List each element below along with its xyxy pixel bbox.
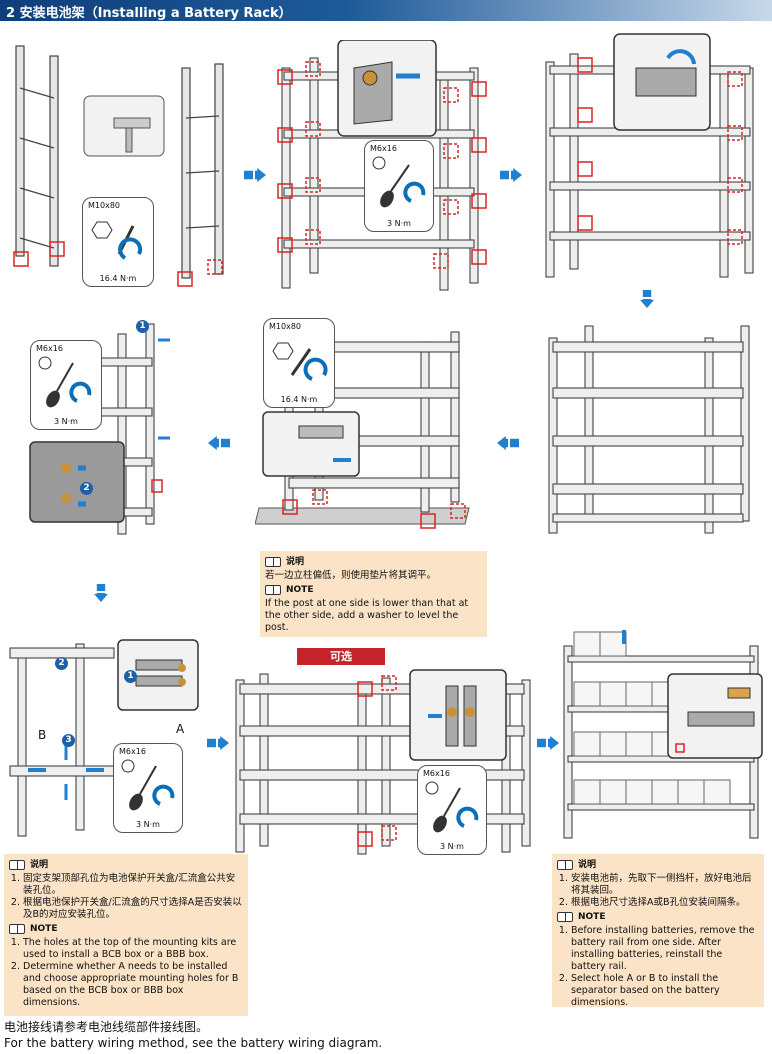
arrow-right-icon xyxy=(500,168,522,182)
step-marker-1: 1 xyxy=(136,320,149,333)
arrow-down-icon xyxy=(94,584,108,602)
note-cn-item: 固定支架顶部孔位为电池保护开关盒/汇流盒公共安装孔位。 xyxy=(23,873,243,897)
callout-bolt-m6-step7: M6x16 3 N·m xyxy=(113,743,183,833)
wrench-icon xyxy=(91,221,143,260)
optional-label: 可选（Optional） xyxy=(297,648,385,680)
note-en-title: NOTE xyxy=(286,585,314,595)
torque-label: 3 N·m xyxy=(387,219,411,228)
arrow-left-icon xyxy=(208,436,230,450)
step2-rack-figure xyxy=(277,40,487,291)
screwdriver-icon xyxy=(425,781,479,833)
callout-bolt-m6-step8: M6x16 3 N·m xyxy=(417,765,487,855)
step4-rack-figure xyxy=(548,325,750,534)
footer-en: For the battery wiring method, see the b… xyxy=(4,1036,383,1050)
note-level-post: 说明 若一边立柱偏低，则使用垫片将其调平。 NOTE If the post a… xyxy=(260,551,487,637)
book-icon xyxy=(265,557,281,567)
hole-label-b: B xyxy=(38,728,47,742)
bolt-size-label: M6x16 xyxy=(119,747,146,756)
note-cn-text: 若一边立柱偏低，则使用垫片将其调平。 xyxy=(265,570,437,581)
callout-bolt-m10-step1: M10x80 16.4 N·m xyxy=(82,197,154,287)
step8-double-rack-figure xyxy=(235,669,531,855)
book-icon xyxy=(9,924,25,934)
book-icon xyxy=(9,860,25,870)
screwdriver-icon xyxy=(121,759,175,811)
note-cn-title-row: 说明 xyxy=(265,556,482,568)
step-marker-1: 1 xyxy=(124,670,137,683)
bolt-size-label: M6x16 xyxy=(423,769,450,778)
book-icon xyxy=(265,585,281,595)
screwdriver-icon xyxy=(38,356,92,408)
note-cn-title: 说明 xyxy=(286,557,305,567)
note-en-item: Before installing batteries, remove the … xyxy=(571,925,759,973)
note-cn-title-row: 说明 xyxy=(9,859,243,871)
note-en-title: NOTE xyxy=(30,924,58,934)
note-cn-list: 安装电池前，先取下一侧挡杆，放好电池后将其装回。 根据电池尺寸选择A或B孔位安装… xyxy=(557,873,759,909)
note-cn-list: 固定支架顶部孔位为电池保护开关盒/汇流盒公共安装孔位。 根据电池保护开关盒/汇流… xyxy=(9,873,243,921)
section-title: 2 安装电池架（Installing a Battery Rack） xyxy=(6,6,292,21)
note-en-text: If the post at one side is lower than th… xyxy=(265,598,469,633)
note-cn-item: 根据电池尺寸选择A或B孔位安装间隔条。 xyxy=(571,897,759,909)
book-icon xyxy=(557,860,573,870)
callout-bolt-m10-step5: M10x80 16.4 N·m xyxy=(263,318,335,408)
note-en-title-row: NOTE xyxy=(557,911,759,923)
step-marker-2: 2 xyxy=(80,482,93,495)
arrow-right-icon xyxy=(244,168,266,182)
wrench-icon xyxy=(272,342,328,381)
bolt-size-label: M6x16 xyxy=(370,144,397,153)
screwdriver-icon xyxy=(372,156,426,208)
note-cn-item: 安装电池前，先取下一侧挡杆，放好电池后将其装回。 xyxy=(571,873,759,897)
step5-rack-figure xyxy=(255,327,470,529)
callout-bolt-m6-step6: M6x16 3 N·m xyxy=(30,340,102,430)
note-cn-title-row: 说明 xyxy=(557,859,759,871)
arrow-left-icon xyxy=(497,436,519,450)
note-en-list: The holes at the top of the mounting kit… xyxy=(9,937,243,1009)
torque-label: 16.4 N·m xyxy=(280,395,318,404)
arrow-right-icon xyxy=(207,736,229,750)
note-cn-item: 根据电池保护开关盒/汇流盒的尺寸选择A是否安装以及B的对应安装孔位。 xyxy=(23,897,243,921)
arrow-right-icon xyxy=(537,736,559,750)
book-icon xyxy=(557,912,573,922)
torque-label: 3 N·m xyxy=(136,820,160,829)
footer-cn: 电池接线请参考电池线缆部件接线图。 xyxy=(4,1020,209,1034)
step-marker-3: 3 xyxy=(62,734,75,747)
note-en-item: Select hole A or B to install the separa… xyxy=(571,973,759,1009)
bolt-size-label: M10x80 xyxy=(88,201,120,210)
note-en-title: NOTE xyxy=(578,912,606,922)
note-cn-title: 说明 xyxy=(30,860,49,870)
step6-rack-figure xyxy=(29,323,170,535)
note-mounting-kits: 说明 固定支架顶部孔位为电池保护开关盒/汇流盒公共安装孔位。 根据电池保护开关盒… xyxy=(4,854,248,1016)
note-en-item: Determine whether A needs to be installe… xyxy=(23,961,243,1009)
callout-bolt-m6-step2: M6x16 3 N·m xyxy=(364,140,434,232)
arrow-down-icon xyxy=(640,290,654,308)
note-en-list: Before installing batteries, remove the … xyxy=(557,925,759,1009)
bolt-size-label: M10x80 xyxy=(269,322,301,331)
section-header: 2 安装电池架（Installing a Battery Rack） xyxy=(0,0,772,21)
note-battery-install: 说明 安装电池前，先取下一侧挡杆，放好电池后将其装回。 根据电池尺寸选择A或B孔… xyxy=(552,854,764,1009)
torque-label: 16.4 N·m xyxy=(99,274,137,283)
bolt-size-label: M6x16 xyxy=(36,344,63,353)
step3-rack-figure xyxy=(545,33,754,278)
torque-label: 3 N·m xyxy=(54,417,78,426)
note-en-item: The holes at the top of the mounting kit… xyxy=(23,937,243,961)
step9-battery-rack-figure xyxy=(563,630,763,839)
torque-label: 3 N·m xyxy=(440,842,464,851)
step1-frames-figure xyxy=(13,45,224,287)
note-en-title-row: NOTE xyxy=(9,923,243,935)
note-cn-title: 说明 xyxy=(578,860,597,870)
note-en-title-row: NOTE xyxy=(265,584,482,596)
step-marker-2: 2 xyxy=(55,657,68,670)
hole-label-a: A xyxy=(176,722,185,736)
